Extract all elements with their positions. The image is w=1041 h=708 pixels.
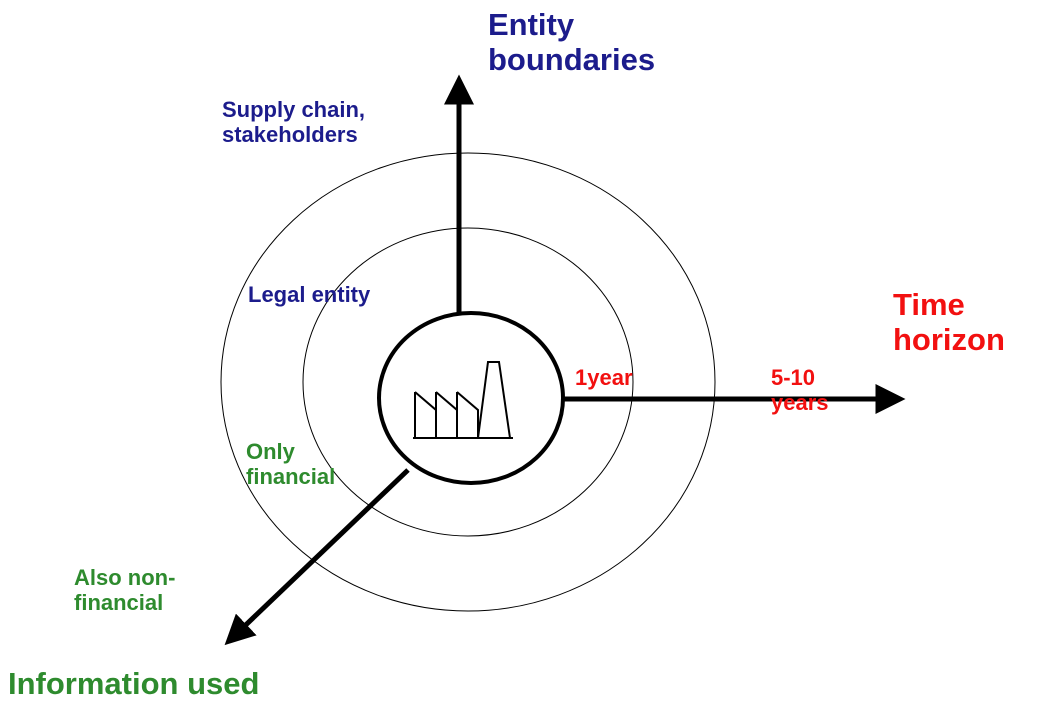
information-inner-label-line2: financial [246, 463, 336, 489]
entity-outer-label-line2: stakeholders [222, 121, 358, 147]
time-outer-label-line1: 5-10 [771, 365, 816, 390]
entity-axis-title-line2: boundaries [488, 41, 656, 77]
center-circle [377, 311, 565, 485]
outer-ring [220, 152, 716, 612]
information-axis-arrow [224, 468, 410, 646]
time-axis-title-line2: horizon [893, 321, 1005, 357]
entity-outer-label-line1: Supply chain, [222, 97, 366, 122]
information-inner-label: Only financial [246, 439, 336, 489]
factory-icon [413, 361, 513, 439]
time-axis-title-line1: Time [893, 287, 965, 322]
time-inner-label: 1year [575, 365, 633, 390]
time-outer-label-line2: years [771, 389, 829, 415]
information-axis-title: Information used [8, 666, 260, 701]
information-outer-label-line2: financial [74, 589, 164, 615]
entity-inner-label: Legal entity [248, 282, 371, 307]
information-outer-label-line1: Also non- [74, 565, 176, 590]
time-axis-title: Time horizon [893, 287, 1005, 357]
time-outer-label: 5-10 years [771, 365, 829, 415]
entity-outer-label: Supply chain, stakeholders [222, 97, 366, 147]
middle-ring [302, 227, 634, 537]
information-inner-label-line1: Only [246, 439, 295, 464]
entity-axis-title-line1: Entity [488, 7, 575, 42]
information-outer-label: Also non- financial [74, 565, 176, 615]
entity-axis-title: Entity boundaries [488, 7, 656, 77]
